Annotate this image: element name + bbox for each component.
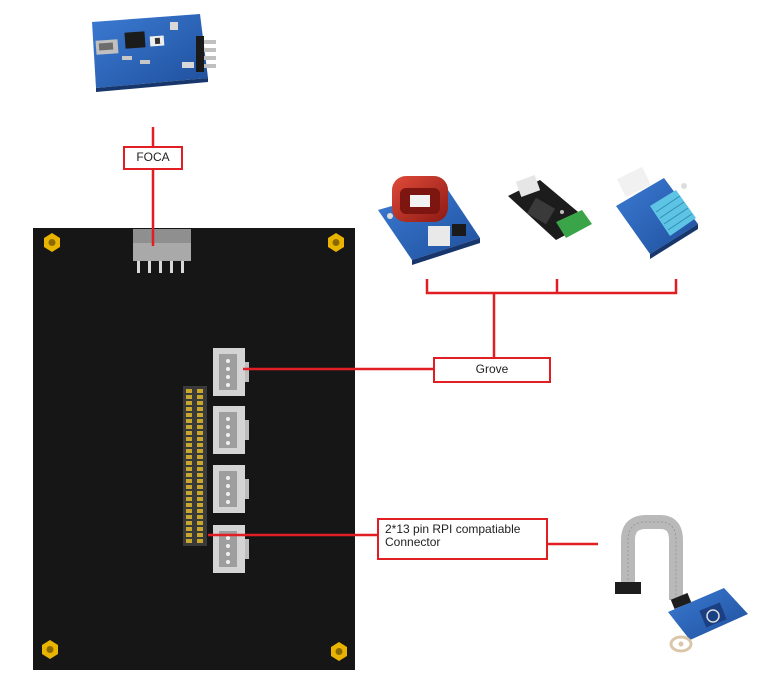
foca-header (133, 229, 191, 273)
rpi-connector-label-line2: Connector (385, 535, 441, 549)
grove-socket-2 (213, 406, 249, 454)
callout-lines (151, 127, 678, 546)
grove-socket-3 (213, 465, 249, 513)
main-board (33, 228, 355, 670)
current-sensor-module-image (378, 176, 480, 265)
grove-bracket (425, 279, 678, 295)
mounting-hole-top-left (44, 233, 60, 252)
gpio-header-2x13 (183, 386, 207, 546)
mounting-hole-top-right (328, 233, 344, 252)
rfid-reader-module-image (615, 515, 748, 653)
bluetooth-module-image (508, 175, 592, 240)
foca-module-image (92, 14, 216, 92)
rpi-connector-label-line1: 2*13 pin RPI compatiable (385, 522, 521, 536)
foca-label-text: FOCA (136, 150, 170, 164)
temperature-humidity-sensor-image (616, 166, 698, 259)
grove-socket-4 (213, 525, 249, 573)
foca-label: FOCA (123, 146, 183, 170)
grove-socket-1 (213, 348, 249, 396)
grove-label: Grove (433, 357, 551, 383)
rpi-connector-label: 2*13 pin RPI compatiable Connector (377, 518, 548, 560)
mounting-hole-bottom-right (331, 642, 347, 661)
grove-label-text: Grove (475, 362, 509, 376)
mounting-hole-bottom-left (42, 640, 58, 659)
